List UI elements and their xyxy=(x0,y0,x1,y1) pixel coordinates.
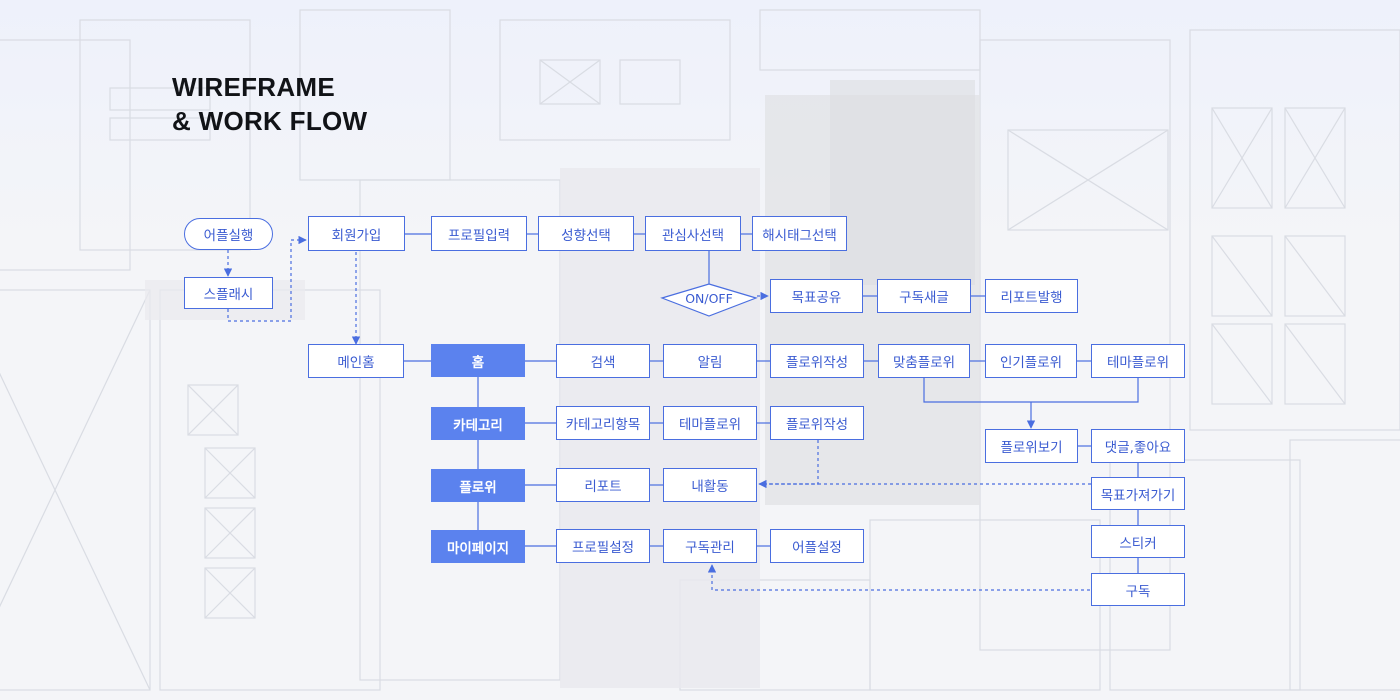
theme-flowe-node[interactable]: 테마플로위 xyxy=(1091,344,1185,378)
hashtag-select-node[interactable]: 해시태그선택 xyxy=(752,216,847,251)
splash-node[interactable]: 스플래시 xyxy=(184,277,273,309)
report-node[interactable]: 리포트 xyxy=(556,468,650,502)
notification-node[interactable]: 알림 xyxy=(663,344,757,378)
goal-share-node[interactable]: 목표공유 xyxy=(770,279,863,313)
main-home-node[interactable]: 메인홈 xyxy=(308,344,404,378)
flowe-write-2-node[interactable]: 플로위작성 xyxy=(770,406,864,440)
interest-select-node[interactable]: 관심사선택 xyxy=(645,216,741,251)
subscribe-new-node[interactable]: 구독새글 xyxy=(877,279,971,313)
onoff-label: ON/OFF xyxy=(685,290,733,306)
take-goal-node[interactable]: 목표가져가기 xyxy=(1091,477,1185,510)
personality-select-node[interactable]: 성향선택 xyxy=(538,216,634,251)
subscription-manage-node[interactable]: 구독관리 xyxy=(663,529,757,563)
search-node[interactable]: 검색 xyxy=(556,344,650,378)
flowe-view-node[interactable]: 플로위보기 xyxy=(985,429,1078,463)
category-items-node[interactable]: 카테고리항목 xyxy=(556,406,650,440)
profile-input-node[interactable]: 프로필입력 xyxy=(431,216,527,251)
app-launch-node[interactable]: 어플실행 xyxy=(184,218,273,250)
report-publish-node[interactable]: 리포트발행 xyxy=(985,279,1078,313)
home-node[interactable]: 홈 xyxy=(431,344,525,377)
theme-flowe-2-node[interactable]: 테마플로위 xyxy=(663,406,757,440)
title-line-2: & WORK FLOW xyxy=(172,106,368,136)
mypage-node[interactable]: 마이페이지 xyxy=(431,530,525,563)
onoff-diamond[interactable] xyxy=(660,283,758,317)
profile-settings-node[interactable]: 프로필설정 xyxy=(556,529,650,563)
app-settings-node[interactable]: 어플설정 xyxy=(770,529,864,563)
subscribe-node[interactable]: 구독 xyxy=(1091,573,1185,606)
comment-like-node[interactable]: 댓글,좋아요 xyxy=(1091,429,1185,463)
my-activity-node[interactable]: 내활동 xyxy=(663,468,757,502)
flowe-write-node[interactable]: 플로위작성 xyxy=(770,344,864,378)
flowe-node[interactable]: 플로위 xyxy=(431,469,525,502)
popular-flowe-node[interactable]: 인기플로위 xyxy=(985,344,1077,378)
page-title: WIREFRAME & WORK FLOW xyxy=(172,70,367,138)
category-node[interactable]: 카테고리 xyxy=(431,407,525,440)
signup-node[interactable]: 회원가입 xyxy=(308,216,405,251)
title-line-1: WIREFRAME xyxy=(172,72,336,102)
sticker-node[interactable]: 스티커 xyxy=(1091,525,1185,558)
custom-flowe-node[interactable]: 맞춤플로위 xyxy=(878,344,970,378)
